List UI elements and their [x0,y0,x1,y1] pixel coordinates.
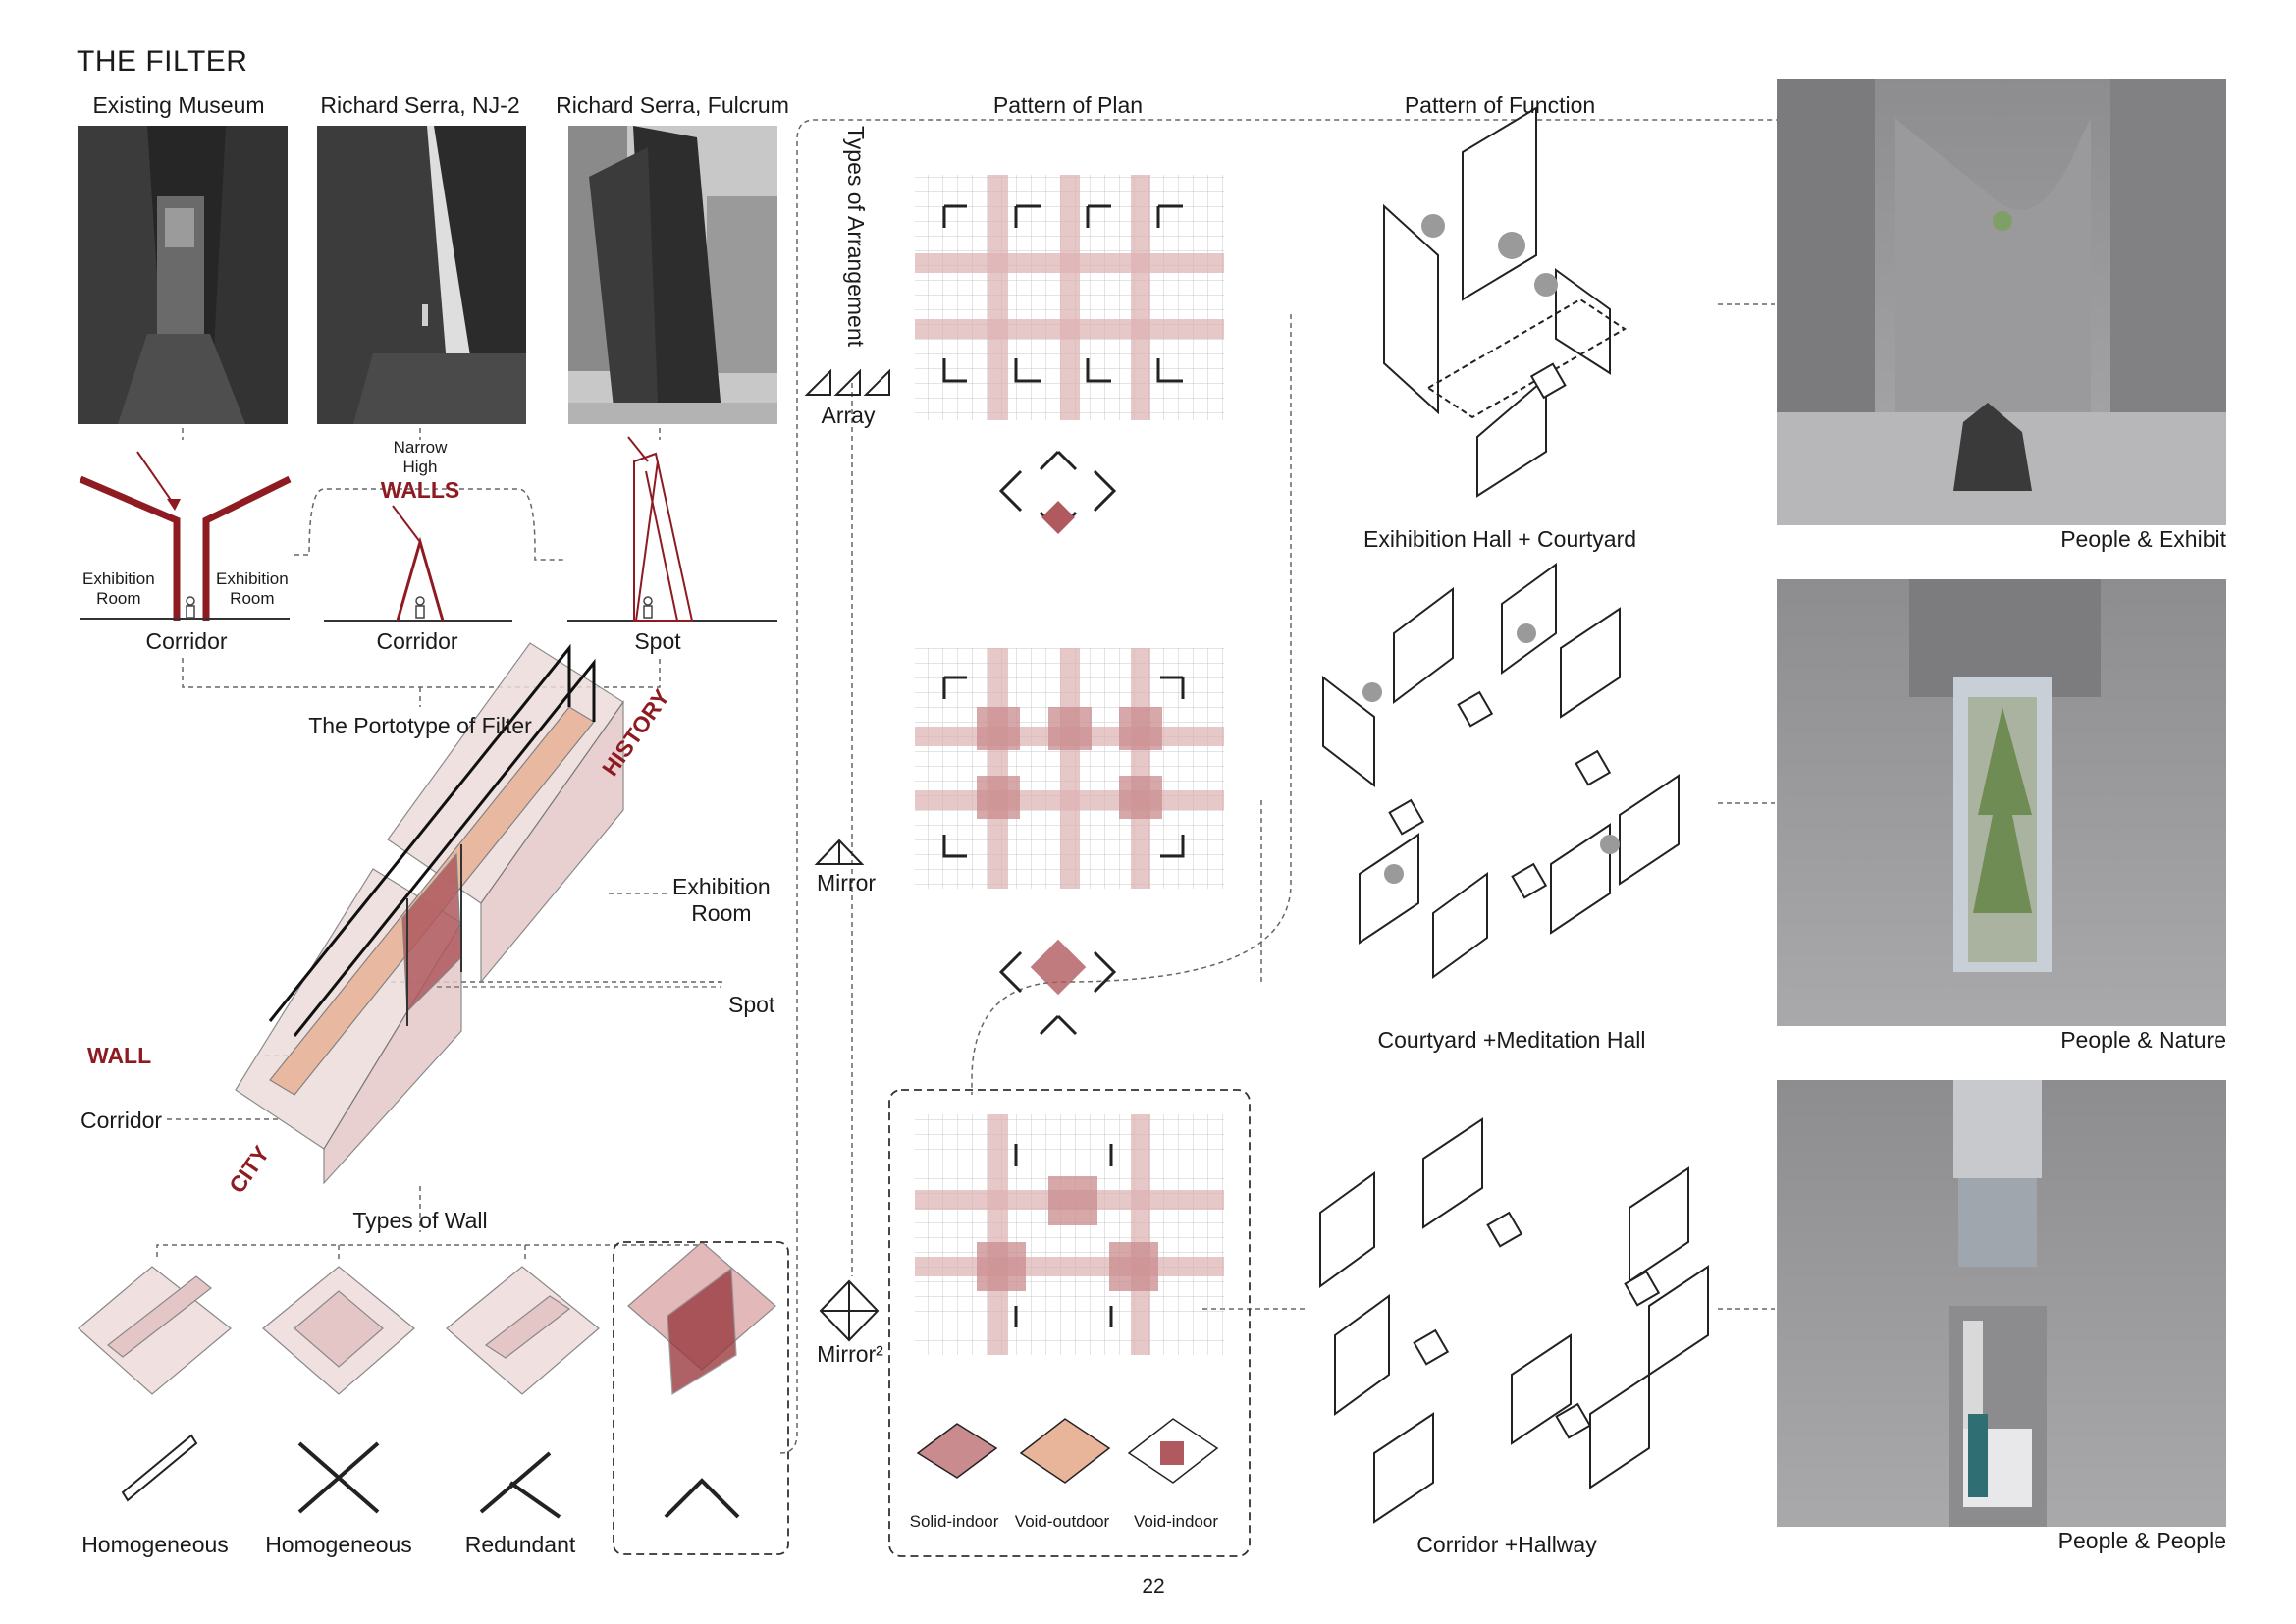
function-caption-2: Courtyard +Meditation Hall [1377,1027,1646,1053]
cross-diagram-2 [998,939,1117,1036]
photo-nj2 [317,126,526,424]
section-caption-corridor-2: Corridor [376,628,458,654]
ref-caption-nj2: Richard Serra, NJ-2 [320,92,520,118]
wall-type-diagrams [78,1241,789,1555]
arrangement-mirror-label: Mirror [816,870,877,895]
plan-wall-brackets [942,204,1185,1327]
function-iso-2 [1322,563,1680,979]
section-left-room-label: Exhibition Room [82,569,155,608]
photo-existing-museum [78,126,288,424]
function-title: Pattern of Function [1404,92,1596,118]
render-people-people [1777,1080,2226,1527]
wall-type-label-2: Homogeneous [265,1532,412,1557]
function-caption-3: Corridor +Hallway [1416,1532,1597,1557]
plan-title: Pattern of Plan [992,92,1144,118]
wall-type-label-1: Homogeneous [81,1532,229,1557]
plan-legend-solid-indoor: Solid-indoor [909,1512,999,1531]
wall-type-label-3: Redundant [464,1532,576,1557]
ref-caption-fulcrum: Richard Serra, Fulcrum [556,92,789,118]
render-people-nature [1777,579,2226,1026]
arrangement-array-label: Array [821,403,876,428]
prototype-spot-label: Spot [728,992,775,1017]
wall-types-title: Types of Wall [352,1208,488,1233]
section-caption-spot: Spot [634,628,681,654]
page-number: 22 [1142,1575,1165,1597]
section-spot [567,436,777,622]
arrangement-title: Types of Arrangement [843,126,869,348]
section-note-narrow-high: Narrow High [393,438,448,476]
ref-caption-existing-museum: Existing Museum [92,92,265,118]
arrangement-mirror2-label: Mirror² [817,1341,883,1367]
prototype-exhibition-room-label: Exhibition Room [672,874,771,926]
render-caption-1: People & Exhibit [2060,526,2226,552]
cross-diagram-1 [998,450,1117,534]
section-caption-corridor-1: Corridor [145,628,228,654]
render-caption-2: People & Nature [2060,1027,2226,1053]
prototype-iso [235,642,721,1185]
photo-fulcrum [568,126,777,424]
arrangement-icons [804,368,890,1342]
plan-legend-void-indoor: Void-indoor [1133,1512,1219,1531]
prototype-title: The Portotype of Filter [308,713,532,738]
page-title: THE FILTER [77,45,248,78]
section-corridor-1 [79,451,292,621]
section-right-room-label: Exhibition Room [216,569,289,608]
function-caption-1: Exihibition Hall + Courtyard [1362,526,1637,552]
prototype-wall-label: WALL [87,1043,152,1068]
plan-legend-icons [916,1418,1219,1484]
function-iso-1 [1383,106,1627,498]
prototype-corridor-label: Corridor [80,1108,163,1133]
section-corridor-2 [324,505,512,622]
plan-grid-1 [915,175,1224,420]
plan-grid-2 [915,648,1224,889]
plan-legend-void-outdoor: Void-outdoor [1014,1512,1110,1531]
section-note-walls: WALLS [380,477,460,503]
render-people-exhibit [1777,79,2226,525]
plan-grid-3 [888,1089,1251,1557]
render-caption-3: People & People [2057,1528,2226,1553]
function-iso-3 [1319,1117,1709,1524]
